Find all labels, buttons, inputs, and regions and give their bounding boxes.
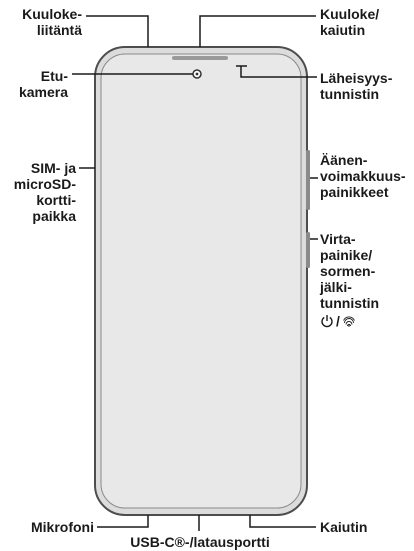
power-button-icons: / bbox=[320, 313, 379, 329]
power-button-label: Virta- painike/ sormen- jälki- tunnistin… bbox=[320, 231, 380, 329]
microphone-label: Mikrofoni bbox=[31, 519, 94, 535]
headphone-jack-label: Kuuloke- liitäntä bbox=[22, 6, 82, 38]
fingerprint-icon bbox=[342, 316, 355, 327]
icon-separator: / bbox=[336, 313, 340, 329]
power-button bbox=[306, 232, 310, 268]
volume-buttons bbox=[306, 150, 310, 210]
volume-buttons-label: Äänen- voimakkuus- painikkeet bbox=[320, 152, 406, 200]
phone-screen bbox=[100, 53, 302, 509]
usb-port-label: USB-C®-/latausportti bbox=[130, 534, 270, 550]
sim-slot-label: SIM- ja microSD- kortti- paikka bbox=[13, 160, 76, 224]
front-camera-label: Etu- kamera bbox=[18, 68, 68, 100]
proximity-sensor-label: Läheisyys- tunnistin bbox=[320, 70, 393, 102]
earpiece-slot bbox=[172, 56, 228, 60]
power-icon bbox=[321, 315, 333, 328]
earpiece-speaker-label: Kuuloke/ kaiutin bbox=[320, 6, 380, 38]
speaker-label: Kaiutin bbox=[320, 519, 368, 535]
